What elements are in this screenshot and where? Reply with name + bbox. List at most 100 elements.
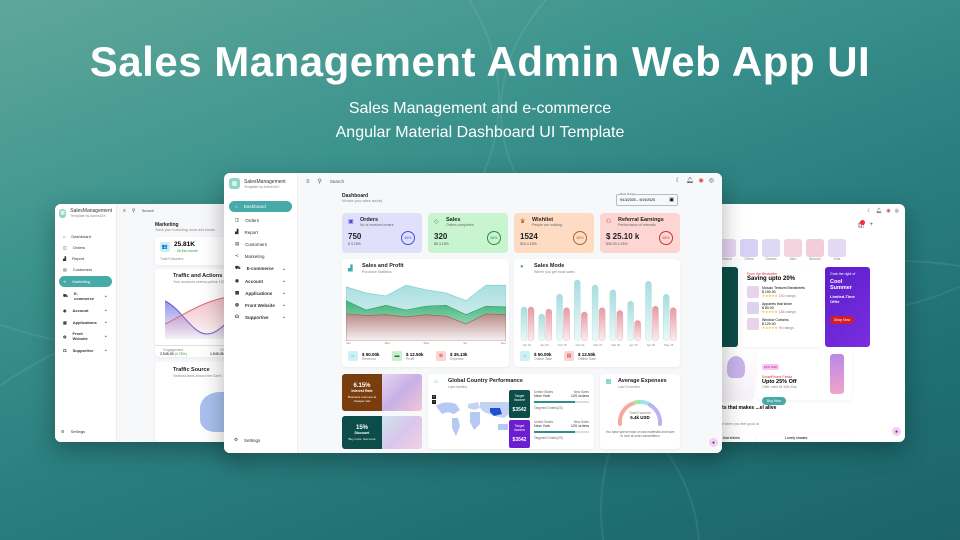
sidebar-item-supportive[interactable]: ☊Supportive⌄ — [229, 313, 292, 321]
date-range-picker[interactable]: Date Range 9/13/2025 – 9/19/2025 ▣ — [616, 192, 678, 206]
user-icon[interactable]: ◎ — [894, 208, 899, 214]
phone-sub: Offer valid till 30th Dec — [762, 385, 798, 389]
bar-chart-icon: ▟ — [348, 266, 353, 272]
list-item[interactable]: ...that shines — [718, 434, 754, 442]
sidebar-item-customers[interactable]: ▤Customers — [229, 240, 292, 248]
menu-icon[interactable]: ≡ — [306, 178, 310, 185]
sidebar-item-ecommerce[interactable]: ⛟E-commerce⌄ — [229, 264, 292, 273]
sidebar-item-account[interactable]: ◉Account⌄ — [59, 305, 112, 315]
product-item[interactable]: Mosaic Textured Bedsheets$ 150.00★★★★★ 1… — [747, 286, 817, 298]
promo-image — [382, 374, 422, 411]
sidebar-item-account[interactable]: ◉Account⌄ — [229, 277, 292, 285]
moon-icon[interactable]: ☾ — [867, 208, 872, 214]
sidebar-item-front-website[interactable]: ◍Front Website⌄ — [59, 329, 112, 343]
shop-now-button[interactable]: Shop Now — [830, 316, 855, 324]
sidebar-item-applications[interactable]: ▦Applications⌄ — [59, 317, 112, 327]
bar-chart-icon: ▟ — [63, 256, 67, 261]
sidebar-item-applications[interactable]: ▦Applications⌄ — [229, 289, 292, 297]
summer-title: Cool Summer — [830, 279, 853, 291]
x-tick: Mar 30 — [611, 343, 621, 347]
product-item[interactable]: Window Curtains$ 120.00★★★★★ 90 ratings — [747, 318, 817, 330]
expense-note: You have spend most on raw materials and… — [605, 430, 675, 438]
product-ratings: 90 ratings — [778, 326, 795, 330]
bell-icon[interactable]: 🔔︎ — [875, 208, 883, 214]
kpi-title: Wishlist — [532, 217, 554, 223]
stat-value: $ 50.00k — [362, 351, 380, 357]
id-card-icon: ▤ — [63, 267, 67, 272]
product-ratings: 186 ratings — [778, 310, 796, 314]
add-icon[interactable]: + — [869, 222, 873, 228]
search-icon[interactable]: ⚲ — [317, 179, 322, 185]
nav-label: Dashboard — [71, 234, 91, 239]
promo-headline: 15% — [355, 424, 368, 431]
settings-button[interactable]: ⚙Settings — [61, 429, 85, 434]
sidebar-item-dashboard[interactable]: ⌂Dashboard — [59, 232, 112, 241]
sidebar-item-dashboard[interactable]: ⌂Dashboard — [229, 201, 292, 212]
chart-title: Global Country Performance — [448, 378, 523, 384]
sidebar-item-front-website[interactable]: ◍Front Website⌄ — [229, 301, 292, 309]
search-input[interactable]: Search — [141, 208, 155, 213]
store-icon: ▤ — [564, 351, 574, 361]
kpi-value: 320 — [434, 232, 448, 241]
product-item[interactable]: Apparels that shine$ 80.00★★★★★ 186 rati… — [747, 302, 817, 314]
search-input[interactable]: Search — [329, 179, 345, 184]
category-item[interactable]: Kids — [828, 239, 846, 261]
category-item[interactable]: Watch — [718, 239, 736, 261]
chevron-down-icon: ⌄ — [281, 302, 286, 308]
category-item[interactable]: Games — [762, 239, 780, 261]
sidebar-item-orders[interactable]: ◫Orders — [59, 243, 112, 252]
sidebar-item-customers[interactable]: ▤Customers — [59, 265, 112, 274]
flag-icon[interactable]: ◉ — [698, 178, 704, 184]
sidebar-item-marketing[interactable]: ≺Marketing — [59, 276, 112, 287]
search-icon[interactable]: ⚲ — [131, 208, 136, 214]
buy-now-button[interactable]: Buy Now — [762, 397, 787, 405]
city: New York — [534, 394, 551, 398]
settings-label: Settings — [244, 437, 261, 443]
stat-label: Profit — [406, 356, 415, 361]
traffic-source-title: Traffic Source — [173, 367, 210, 373]
nav-label: Account — [72, 307, 89, 313]
map-zoom-controls[interactable]: +− — [432, 395, 436, 404]
top-icons: ☾🔔︎◉◎ — [867, 208, 899, 214]
moon-icon[interactable]: ☾ — [675, 178, 681, 184]
id-card-icon: ▤ — [235, 241, 240, 246]
sidebar-item-report[interactable]: ▟Report — [229, 228, 292, 236]
page-title: Marketing — [155, 222, 179, 228]
city: New York — [534, 424, 551, 428]
x-tick: Apr 30 — [646, 343, 655, 347]
world-map[interactable] — [434, 398, 514, 438]
bell-icon[interactable]: 🔔︎ — [685, 178, 694, 184]
category-item[interactable]: Men — [784, 239, 802, 261]
expense-icon: ⊕ — [436, 351, 446, 361]
flag-icon[interactable]: ◉ — [886, 208, 891, 214]
store-window: ☾🔔︎◉◎ 🛍︎ + Watch Offers Games Men Women … — [700, 204, 905, 442]
kpi-value: 750 — [348, 232, 362, 241]
chat-fab[interactable]: ● — [709, 438, 718, 447]
sidebar-item-marketing[interactable]: ≺Marketing — [229, 252, 292, 260]
cart-badge — [860, 220, 865, 225]
cart-icon[interactable]: 🛍︎ — [857, 223, 865, 229]
category-item[interactable]: Offers — [740, 239, 758, 261]
sidebar-item-ecommerce[interactable]: ⛟E-commerce⌄ — [59, 289, 112, 303]
country: United States — [534, 390, 554, 394]
kpi-title: Referral Earnings — [618, 217, 664, 223]
category-item[interactable]: Women — [806, 239, 824, 261]
sidebar-item-report[interactable]: ▟Report — [59, 254, 112, 263]
list-item[interactable]: Lovely shades — [757, 434, 852, 442]
app-name: SalesManagement — [244, 178, 286, 185]
sidebar-item-orders[interactable]: ◫Orders — [229, 216, 292, 224]
settings-button[interactable]: ⚙Settings — [234, 437, 260, 443]
chat-fab[interactable]: ● — [892, 427, 901, 436]
user-icon[interactable]: ◎ — [708, 178, 714, 184]
sidebar-item-supportive[interactable]: ☊Supportive⌄ — [59, 345, 112, 355]
menu-icon[interactable]: ≡ — [123, 208, 126, 214]
